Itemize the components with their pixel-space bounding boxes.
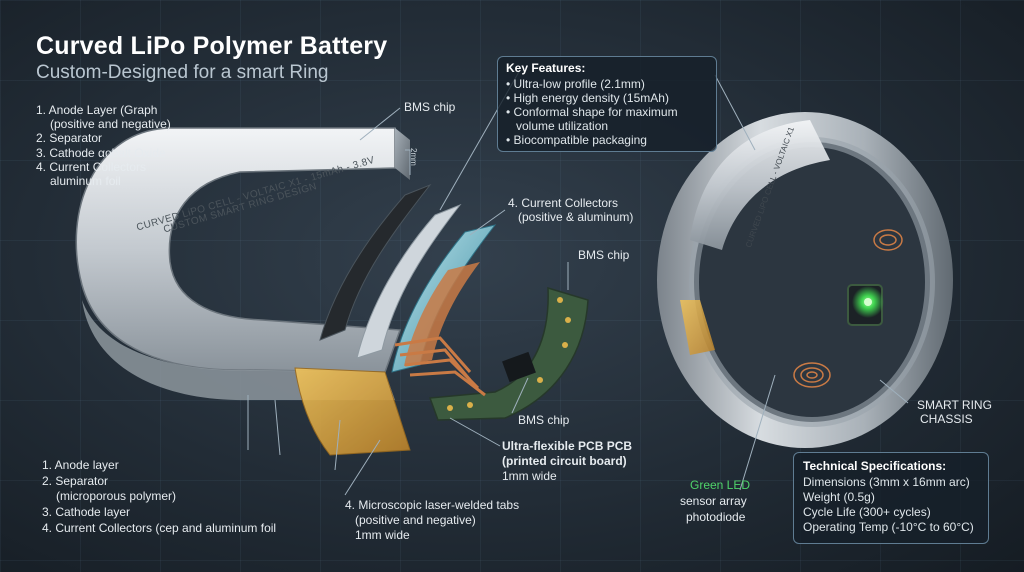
- smart-ring: [657, 112, 953, 448]
- tech-specs-box: Technical Specifications: Dimensions (3m…: [793, 452, 989, 544]
- label-tabs-2: (positive and negative): [355, 513, 476, 527]
- label-led-1: Green LED: [690, 478, 751, 492]
- bottom-list-4: 3. Cathode layer: [42, 505, 131, 519]
- top-list-3: 2. Separator: [36, 131, 103, 145]
- label-led-2: sensor array: [680, 494, 747, 508]
- label-bms-top: BMS chip: [404, 100, 456, 114]
- top-list-6: aluminum foil: [50, 174, 121, 188]
- curved-battery: [75, 127, 411, 456]
- bottom-list-5: 4. Current Collectors (cep and aluminum …: [42, 521, 277, 535]
- label-bms-mid: BMS chip: [578, 248, 630, 262]
- tech-spec-item: Operating Temp (-10°C to 60°C): [803, 520, 974, 534]
- label-tabs-1: 4. Microscopic laser-welded tabs: [345, 498, 520, 512]
- label-current-collectors: 4. Current Collectors: [508, 196, 619, 210]
- label-current-collectors-sub: (positive & aluminum): [518, 210, 634, 224]
- key-feature-item: volume utilization: [506, 119, 609, 133]
- label-led-3: photodiode: [686, 510, 746, 524]
- label-pcb-sub: 1mm wide: [502, 469, 557, 483]
- tech-spec-item: Cycle Life (300+ cycles): [803, 505, 931, 519]
- label-chassis-1: SMART RING: [917, 398, 992, 412]
- tech-specs-heading: Technical Specifications:: [803, 459, 947, 473]
- bottom-list-2: 2. Separator: [42, 474, 109, 488]
- label-pcb-title-2: (printed circuit board): [502, 454, 627, 468]
- bottom-list-1: 1. Anode layer: [42, 458, 119, 472]
- key-features-heading: Key Features:: [506, 61, 586, 75]
- key-feature-item: • Biocompatible packaging: [506, 133, 647, 147]
- top-list-2: (positive and negative): [50, 117, 171, 131]
- key-feature-item: • High energy density (15mAh): [506, 91, 669, 105]
- page-title: Curved LiPo Polymer Battery: [36, 32, 388, 60]
- top-list-1: 1. Anode Layer (Graph: [36, 103, 158, 117]
- battery-dimension: 2mm: [409, 148, 418, 166]
- key-feature-item: • Ultra-low profile (2.1mm): [506, 77, 645, 91]
- bottom-list-3: (microporous polymer): [56, 489, 177, 503]
- label-chassis-2: CHASSIS: [920, 412, 973, 426]
- label-bms-low: BMS chip: [518, 413, 570, 427]
- tech-spec-item: Weight (0.5g): [803, 490, 875, 504]
- top-list-5: 4. Current Collectors: [36, 160, 147, 174]
- page-subtitle: Custom-Designed for a smart Ring: [36, 62, 329, 83]
- label-tabs-3: 1mm wide: [355, 528, 410, 542]
- key-feature-item: • Conformal shape for maximum: [506, 105, 678, 119]
- key-features-box: Key Features: • Ultra-low profile (2.1mm…: [497, 56, 717, 152]
- tech-spec-item: Dimensions (3mm x 16mm arc): [803, 475, 970, 489]
- flex-pcb: [394, 286, 589, 421]
- top-list-4: 3. Cathode αobalt Oxide: [36, 146, 166, 160]
- label-pcb-title: Ultra-flexible PCB PCB: [502, 439, 633, 453]
